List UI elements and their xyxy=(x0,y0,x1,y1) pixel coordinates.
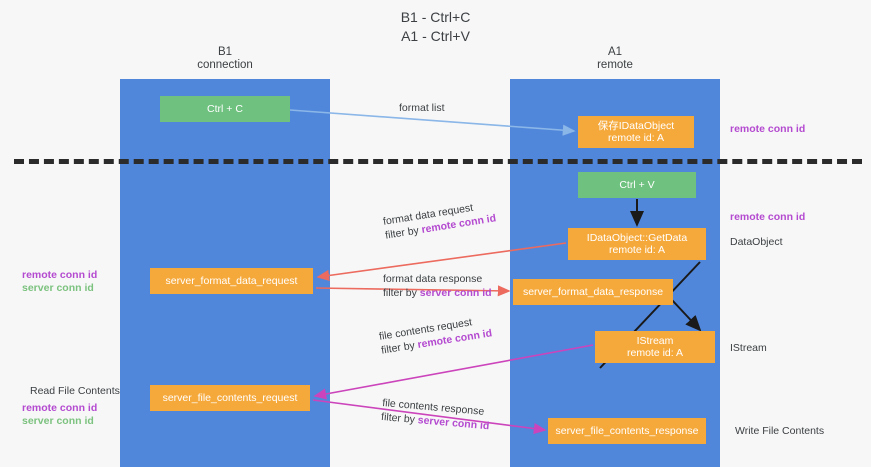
edge-label-format-data-response-prefix: filter by xyxy=(383,287,420,299)
annotation-left-read-file-contents-text: Read File Contents xyxy=(30,385,120,397)
annotation-right-dataobject: DataObject xyxy=(730,236,783,249)
annotation-left-read-file-contents: Read File Contents xyxy=(30,385,120,398)
edge-label-file-contents-response: file contents response filter by server … xyxy=(381,396,492,433)
annotation-right-remote-conn-id-2-text: remote conn id xyxy=(730,211,806,223)
node-istream-title: IStream xyxy=(636,335,674,347)
phase-divider xyxy=(14,159,862,164)
edge-label-file-contents-request: file contents request filter by remote c… xyxy=(378,312,493,357)
edge-label-format-data-response-key: server conn id xyxy=(419,287,492,299)
annotation-right-dataobject-text: DataObject xyxy=(730,236,783,248)
node-istream-subtitle: remote id: A xyxy=(626,347,684,359)
node-save-idataobject-title: 保存IDataObject xyxy=(597,120,675,132)
node-getdata-title: IDataObject::GetData xyxy=(586,232,688,244)
annotation-left-server-conn-id-text: server conn id xyxy=(22,282,94,294)
node-server-file-contents-response-label: server_file_contents_response xyxy=(555,425,699,437)
node-server-format-data-request[interactable]: server_format_data_request xyxy=(150,268,313,294)
edge-label-format-list: format list xyxy=(399,101,445,115)
node-getdata-subtitle: remote id: A xyxy=(608,244,666,256)
annotation-left-conn-ids-bottom: remote conn id server conn id xyxy=(22,402,97,428)
lane-header-b1: B1 connection xyxy=(120,46,330,72)
title-line-1: B1 - Ctrl+C xyxy=(400,9,471,25)
node-ctrl-c[interactable]: Ctrl + C xyxy=(160,96,290,122)
title-line-2: A1 - Ctrl+V xyxy=(401,28,470,44)
edge-label-format-data-request: format data request filter by remote con… xyxy=(382,197,497,242)
annotation-right-remote-conn-id-2: remote conn id xyxy=(730,211,805,224)
lane-header-b1-role: connection xyxy=(197,59,253,71)
node-idataobject-getdata[interactable]: IDataObject::GetData remote id: A xyxy=(568,228,706,260)
edge-label-format-list-text: format list xyxy=(399,102,445,114)
lane-header-a1-role: remote xyxy=(597,59,633,71)
node-server-file-contents-request-label: server_file_contents_request xyxy=(162,392,298,404)
edge-label-file-contents-response-prefix: filter by xyxy=(380,410,419,427)
annotation-right-istream-text: IStream xyxy=(730,342,767,354)
annotation-left-server-conn-id-2-text: server conn id xyxy=(22,415,94,427)
annotation-left-remote-conn-id-2-text: remote conn id xyxy=(22,402,98,414)
node-ctrl-v[interactable]: Ctrl + V xyxy=(578,172,696,198)
lane-header-a1-name: A1 xyxy=(607,46,623,58)
node-server-file-contents-response[interactable]: server_file_contents_response xyxy=(548,418,706,444)
node-istream[interactable]: IStream remote id: A xyxy=(595,331,715,363)
annotation-right-write-file-contents: Write File Contents xyxy=(735,425,824,438)
node-ctrl-v-label: Ctrl + V xyxy=(619,179,655,191)
node-save-idataobject-subtitle: remote id: A xyxy=(607,132,665,144)
lane-header-b1-name: B1 xyxy=(217,46,233,58)
annotation-right-write-file-contents-text: Write File Contents xyxy=(735,425,825,437)
node-server-file-contents-request[interactable]: server_file_contents_request xyxy=(150,385,310,411)
node-server-format-data-response-label: server_format_data_response xyxy=(522,286,664,298)
lane-header-a1: A1 remote xyxy=(510,46,720,72)
node-save-idataobject[interactable]: 保存IDataObject remote id: A xyxy=(578,116,694,148)
edge-label-format-data-response: format data response filter by server co… xyxy=(383,272,492,300)
page-title: B1 - Ctrl+C A1 - Ctrl+V xyxy=(0,8,871,46)
annotation-right-remote-conn-id-1-text: remote conn id xyxy=(730,123,806,135)
annotation-left-remote-conn-id-text: remote conn id xyxy=(22,269,98,281)
annotation-left-conn-ids-top: remote conn id server conn id xyxy=(22,269,97,295)
node-server-format-data-response[interactable]: server_format_data_response xyxy=(513,279,673,305)
annotation-right-istream: IStream xyxy=(730,342,767,355)
edge-label-format-data-response-line1: format data response xyxy=(383,273,483,285)
annotation-right-remote-conn-id-1: remote conn id xyxy=(730,123,805,136)
node-ctrl-c-label: Ctrl + C xyxy=(207,103,243,115)
node-server-format-data-request-label: server_format_data_request xyxy=(165,275,298,287)
